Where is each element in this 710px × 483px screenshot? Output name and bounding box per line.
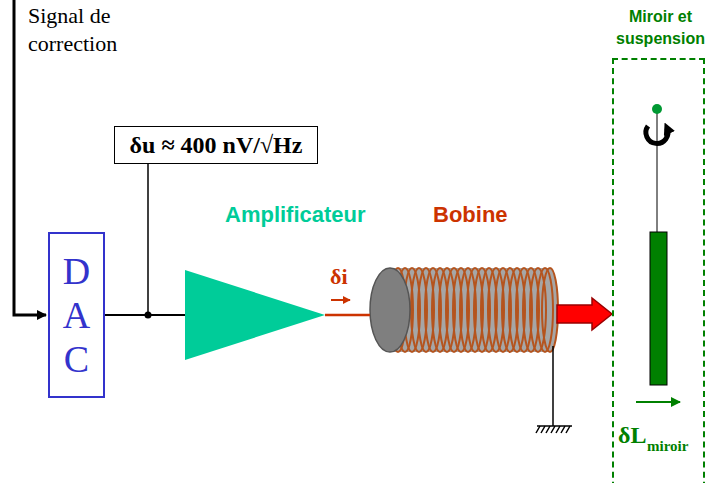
amplifier-shape — [185, 270, 325, 360]
current-arrow — [331, 299, 350, 301]
mirror-bar — [650, 232, 667, 385]
node-text: D A C — [61, 249, 93, 381]
mirror-group: Miroir et suspension — [612, 58, 705, 483]
force-arrow — [557, 298, 612, 330]
rotation-arrow — [646, 126, 668, 143]
input-label: Signal de correction — [28, 2, 146, 58]
coil-body — [390, 268, 550, 352]
current-wire — [325, 314, 370, 317]
node-text: Bobine — [433, 202, 508, 228]
mirror-suspension — [636, 104, 680, 402]
edge-label: δi — [330, 264, 348, 290]
probe-wire — [147, 164, 149, 315]
suspension-wire — [657, 113, 658, 232]
suspension-point — [652, 104, 662, 114]
node-text: Amplificateur — [225, 202, 366, 228]
coil-node: Bobine — [370, 268, 555, 352]
displacement-label: δL — [618, 422, 646, 449]
node-text: δu ≈ 400 nV/√Hz — [130, 132, 303, 159]
noise-box: δu ≈ 400 nV/√Hz — [114, 126, 318, 164]
displacement-arrow — [636, 401, 680, 403]
ground-symbol — [536, 346, 572, 433]
amplifier-fill — [185, 270, 325, 360]
signal-wire — [105, 314, 185, 316]
coil-face — [370, 268, 410, 352]
subscript-label: miroir — [647, 438, 688, 455]
dac-box: D A C — [48, 232, 105, 398]
amplifier-triangle: Amplificateur — [185, 270, 325, 360]
node-text: Miroir et suspension — [610, 6, 710, 50]
coil-windings — [390, 268, 553, 352]
coil-illustration — [370, 268, 558, 352]
